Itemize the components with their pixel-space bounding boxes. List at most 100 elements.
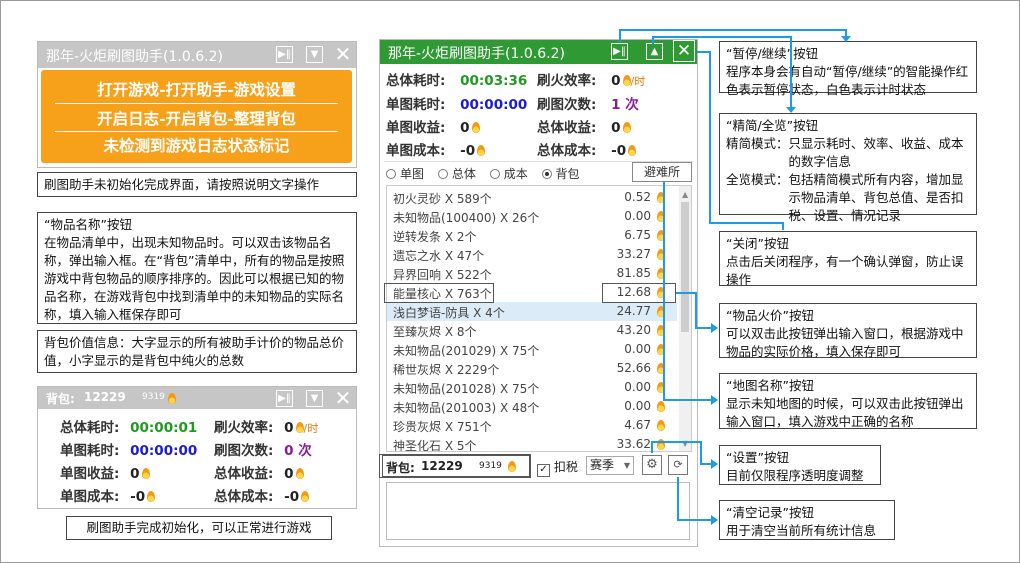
tax-checkbox[interactable]: ✓ 扣税 (537, 458, 578, 477)
item-price-button[interactable]: 12.68 (616, 285, 651, 299)
list-item[interactable]: 珍贵灰烬 X 751个 4.67 (387, 416, 677, 435)
mini-map-income-row: 单图收益: 0 (60, 462, 150, 482)
item-name-button[interactable]: 未知物品(201029) X 75个 (393, 344, 540, 358)
mini-runs-row: 刷图次数: 0 次 (214, 439, 312, 459)
menu-divider (55, 131, 338, 132)
label: 刷图次数: (537, 97, 597, 113)
label: 单图成本: (386, 143, 446, 159)
item-price-button[interactable]: 4.67 (624, 418, 651, 432)
fire-icon (295, 422, 304, 433)
item-name-button[interactable]: 初火灵砂 X 589个 (393, 192, 492, 206)
list-item[interactable]: 稀世灰烬 X 2229个 52.66 (387, 359, 677, 378)
label: 总体耗时: (60, 420, 120, 436)
list-item[interactable]: 初火灵砂 X 589个 0.52 (387, 188, 677, 207)
mode-toggle-icon[interactable]: ▲ (646, 43, 663, 60)
note-mode-key: 精简模式： (726, 136, 789, 151)
checkbox-checked-icon: ✓ (537, 464, 550, 477)
item-name-button[interactable]: 浅白梦语-防具 X 4个 (393, 306, 505, 320)
menu-line-2[interactable]: 开启日志-开启背包-整理背包 (97, 109, 296, 128)
item-price-button[interactable]: 43.20 (616, 323, 651, 337)
item-price-button[interactable]: 52.66 (616, 361, 651, 375)
close-icon[interactable]: ✕ (673, 40, 695, 62)
list-item[interactable]: 未知物品(201028) X 75个 0.00 (387, 378, 677, 397)
item-price-button[interactable]: 0.52 (624, 190, 651, 204)
item-name-button[interactable]: 珍贵灰烬 X 751个 (393, 420, 492, 434)
mini-map-income: 0 (130, 466, 140, 482)
bag-small: 9319 (479, 461, 502, 471)
log-textarea[interactable] (386, 482, 690, 540)
list-item[interactable]: 未知物品(201003) X 48个 0.00 (387, 397, 677, 416)
label: 总体耗时: (386, 73, 446, 89)
item-price-button[interactable]: 6.75 (624, 228, 651, 242)
fire-icon (471, 122, 480, 133)
note-map-title: “地图名称”按钮 (726, 378, 814, 393)
uninit-window: 那年-火炬刷图助手(1.0.6.2) ▶‖ ▼ ✕ 打开游戏-打开助手-游戏设置… (37, 41, 357, 168)
pause-icon[interactable]: ▶‖ (276, 390, 293, 407)
item-price-button[interactable]: 81.85 (616, 266, 651, 280)
settings-button[interactable]: ⚙ (642, 455, 662, 475)
total-cost-row: 总体成本: -0 (537, 139, 637, 159)
season-select[interactable]: 赛季 ▼ (586, 456, 634, 475)
map-time-row: 单图耗时: 00:00:00 (386, 93, 527, 113)
radio-cost-label: 成本 (503, 167, 528, 181)
map-cost-row: 单图成本: -0 (386, 139, 486, 159)
scrollbar[interactable]: ▲ ▼ (679, 186, 691, 451)
main-title: 那年-火炬刷图助手(1.0.6.2) (388, 46, 565, 62)
menu-line-1[interactable]: 打开游戏-打开助手-游戏设置 (97, 80, 296, 99)
note-clear-title: “清空记录”按钮 (726, 505, 814, 520)
pause-icon[interactable]: ▶‖ (276, 46, 293, 63)
note-item-name: “物品名称”按钮 在物品清单中，出现未知物品时。可以双击该物品名称，弹出输入框。… (37, 212, 357, 324)
item-name-button[interactable]: 神圣化石 X 5个 (393, 439, 477, 452)
item-price-button[interactable]: 33.62 (616, 437, 651, 451)
item-name-button[interactable]: 逆转发条 X 2个 (393, 230, 477, 244)
list-item[interactable]: 能量核心 X 763个 12.68 (387, 283, 677, 302)
radio-map[interactable]: 单图 (386, 167, 424, 181)
note-map-body: 显示未知地图的时候，可以双击此按钮弹出输入窗口，填入游戏中正确的名称 (726, 396, 964, 429)
item-price-button[interactable]: 0.00 (624, 399, 651, 413)
item-name-button[interactable]: 遗忘之水 X 47个 (393, 249, 485, 263)
list-item[interactable]: 异界回响 X 522个 81.85 (387, 264, 677, 283)
chevron-down-icon: ▼ (623, 461, 630, 470)
list-item[interactable]: 未知物品(100400) X 26个 0.00 (387, 207, 677, 226)
note-clear: “清空记录”按钮 用于清空当前所有统计信息 (719, 500, 895, 540)
mini-total-time: 00:00:01 (130, 420, 198, 436)
mini-total-cost-row: 总体成本: -0 (214, 485, 310, 505)
item-name-button[interactable]: 未知物品(201028) X 75个 (393, 382, 540, 396)
item-price-button[interactable]: 0.00 (624, 342, 651, 356)
item-price-button[interactable]: 24.77 (616, 304, 651, 318)
item-price-button[interactable]: 0.00 (624, 380, 651, 394)
item-name-button[interactable]: 稀世灰烬 X 2229个 (393, 363, 500, 377)
label: 刷火效率: (214, 420, 274, 436)
radio-bag[interactable]: 背包 (541, 167, 580, 181)
item-name-button[interactable]: 未知物品(201003) X 48个 (393, 401, 540, 415)
mode-toggle-icon[interactable]: ▼ (306, 46, 323, 63)
total-time: 00:03:36 (460, 73, 528, 89)
list-item[interactable]: 至臻灰烬 X 8个 43.20 (387, 321, 677, 340)
list-item[interactable]: 浅白梦语-防具 X 4个 24.77 (387, 302, 677, 321)
clear-button[interactable]: ⟳ (668, 455, 688, 475)
label: 单图成本: (60, 489, 120, 505)
fire-icon (657, 287, 665, 298)
list-item[interactable]: 逆转发条 X 2个 6.75 (387, 226, 677, 245)
item-name-button[interactable]: 未知物品(100400) X 26个 (393, 211, 540, 225)
scroll-thumb[interactable] (681, 202, 689, 332)
close-icon[interactable]: ✕ (334, 386, 352, 410)
list-item[interactable]: 遗忘之水 X 47个 33.27 (387, 245, 677, 264)
pause-icon[interactable]: ▶‖ (611, 43, 628, 60)
list-item[interactable]: 未知物品(201029) X 75个 0.00 (387, 340, 677, 359)
mode-toggle-icon[interactable]: ▼ (306, 390, 323, 407)
note-pause-title: “暂停/继续”按钮 (726, 46, 819, 61)
scroll-down-icon[interactable]: ▼ (682, 439, 689, 448)
list-item[interactable]: 神圣化石 X 5个 33.62 (387, 435, 677, 452)
item-name-button[interactable]: 至臻灰烬 X 8个 (393, 325, 477, 339)
close-icon[interactable]: ✕ (334, 42, 352, 66)
radio-total[interactable]: 总体 (437, 167, 476, 181)
map-name-button[interactable]: 避难所 (632, 162, 692, 182)
item-name-button[interactable]: 异界回响 X 522个 (393, 268, 492, 282)
item-price-button[interactable]: 33.27 (616, 247, 651, 261)
item-name-button[interactable]: 能量核心 X 763个 (393, 287, 492, 301)
highlight-item-price (602, 283, 676, 303)
scroll-up-icon[interactable]: ▲ (682, 190, 689, 199)
item-price-button[interactable]: 0.00 (624, 209, 651, 223)
radio-cost[interactable]: 成本 (489, 167, 528, 181)
